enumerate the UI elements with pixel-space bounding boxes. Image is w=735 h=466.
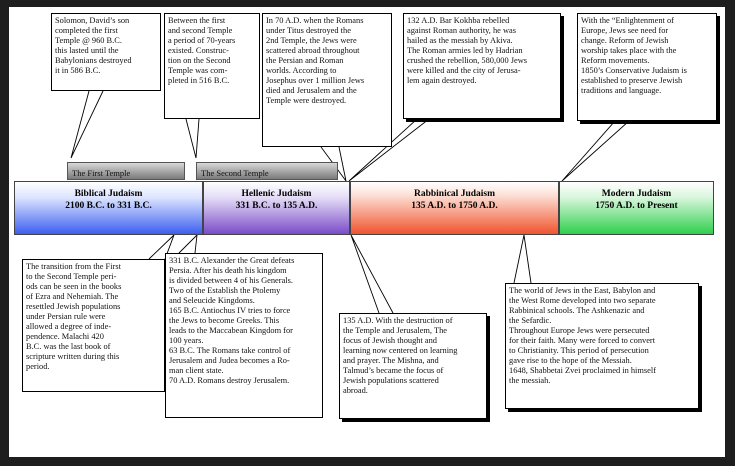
note-alexander: 331 B.C. Alexander the Great defeats Per… bbox=[165, 253, 323, 418]
connector-destruction bbox=[350, 234, 394, 314]
connector-schools bbox=[513, 234, 532, 284]
era-modern-judaism: Modern Judaism 1750 A.D. to Present bbox=[559, 181, 714, 235]
era-dates: 331 B.C. to 135 A.D. bbox=[235, 201, 318, 211]
first-temple-bar: The First Temple bbox=[67, 162, 185, 180]
connector-solomon bbox=[70, 90, 104, 159]
second-temple-bar: The Second Temple bbox=[196, 162, 338, 180]
era-name: Biblical Judaism bbox=[74, 189, 143, 199]
era-hellenic-judaism: Hellenic Judaism 331 B.C. to 135 A.D. bbox=[203, 181, 350, 235]
note-between-temples: Between the first and second Temple a pe… bbox=[164, 13, 260, 119]
connector-between bbox=[185, 118, 200, 159]
note-titus: In 70 A.D. when the Romans under Titus d… bbox=[262, 13, 392, 147]
era-name: Hellenic Judaism bbox=[241, 189, 312, 199]
era-rabbinical-judaism: Rabbinical Judaism 135 A.D. to 1750 A.D. bbox=[350, 181, 559, 235]
era-name: Rabbinical Judaism bbox=[413, 189, 496, 199]
era-dates: 1750 A.D. to Present bbox=[595, 201, 678, 211]
connector-alexander bbox=[178, 233, 198, 254]
note-solomon: Solomon, David’s son completed the first… bbox=[51, 13, 161, 91]
note-enlightenment: With the “Enlightenment of Europe, Jews … bbox=[577, 13, 717, 121]
note-bar-kokhba: 132 A.D. Bar Kokhba rebelled against Rom… bbox=[403, 13, 561, 119]
connector-transition bbox=[148, 234, 175, 260]
era-dates: 2100 B.C. to 331 B.C. bbox=[65, 201, 152, 211]
timeline-diagram: Solomon, David’s son completed the first… bbox=[9, 7, 725, 457]
note-135-ad: 135 A.D. With the destruction of the Tem… bbox=[339, 313, 487, 419]
note-transition: The transition from the First to the Sec… bbox=[22, 259, 165, 392]
era-dates: 135 A.D. to 1750 A.D. bbox=[411, 201, 498, 211]
note-rabbinical-schools: The world of Jews in the East, Babylon a… bbox=[505, 283, 699, 409]
era-name: Modern Judaism bbox=[601, 189, 672, 199]
connector-enlightenment bbox=[561, 120, 630, 182]
era-biblical-judaism: Biblical Judaism 2100 B.C. to 331 B.C. bbox=[14, 181, 203, 235]
